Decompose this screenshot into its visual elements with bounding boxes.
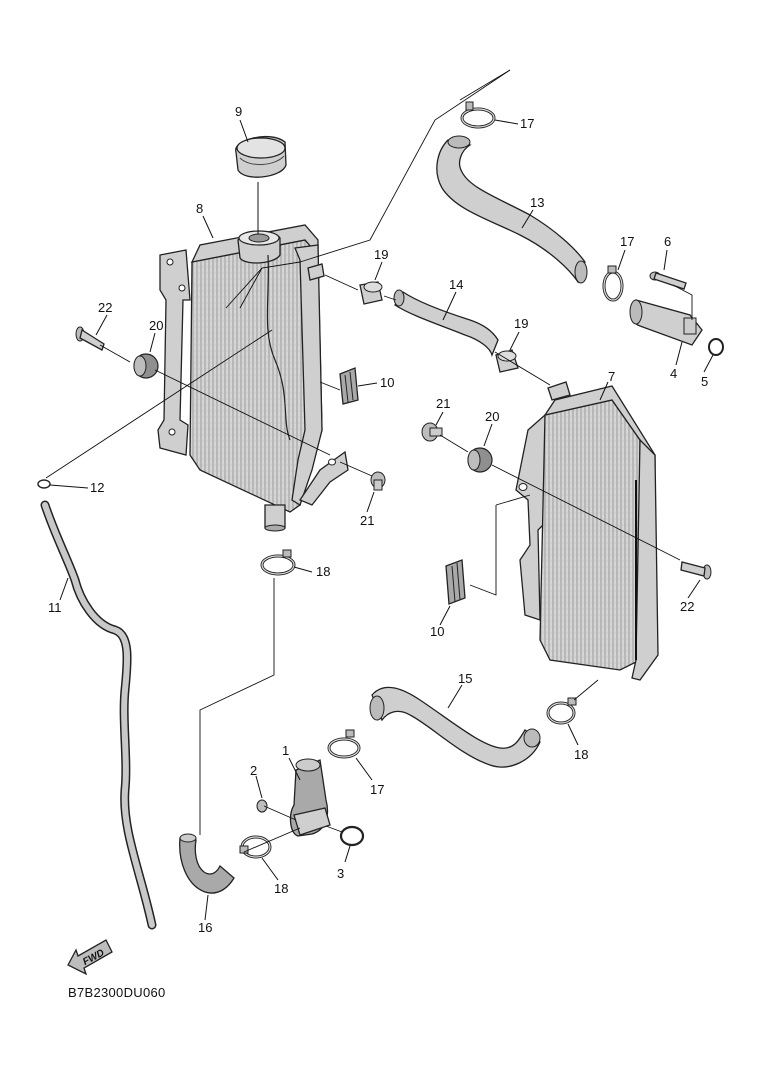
callout-15: 15 xyxy=(458,671,472,686)
callout-9: 9 xyxy=(235,104,242,119)
callout-2: 2 xyxy=(250,763,257,778)
damper-10-bottom xyxy=(445,559,466,605)
bolt-6 xyxy=(649,271,687,290)
clamp-17-top xyxy=(460,101,496,129)
callout-17-top: 17 xyxy=(520,116,534,131)
callout-1: 1 xyxy=(282,743,289,758)
callout-19-top: 19 xyxy=(374,247,388,262)
bolt-2 xyxy=(256,799,297,821)
right-radiator xyxy=(515,381,659,681)
clamp-17-right xyxy=(602,265,624,302)
o-ring-5 xyxy=(708,338,724,356)
hose-13 xyxy=(436,135,588,284)
callout-18-right: 18 xyxy=(574,747,588,762)
clamp-18-right xyxy=(546,697,577,725)
callout-3: 3 xyxy=(337,866,344,881)
fwd-label: FWD xyxy=(81,948,106,968)
pipe-4 xyxy=(629,299,703,346)
left-radiator xyxy=(157,224,349,532)
fwd-arrow-icon: FWD xyxy=(67,939,113,976)
clamp-17-bottom xyxy=(327,729,361,759)
callout-10-bottom: 10 xyxy=(430,624,444,639)
callout-6: 6 xyxy=(664,234,671,249)
callout-22-right: 22 xyxy=(680,599,694,614)
callout-21-left: 21 xyxy=(360,513,374,528)
callout-20-left: 20 xyxy=(149,318,163,333)
callout-18-top: 18 xyxy=(316,564,330,579)
callout-8: 8 xyxy=(196,201,203,216)
callout-17-bottom: 17 xyxy=(370,782,384,797)
callout-17-right: 17 xyxy=(620,234,634,249)
callout-10-top: 10 xyxy=(380,375,394,390)
hose-14 xyxy=(393,289,499,358)
callout-19-mid: 19 xyxy=(514,316,528,331)
callout-labels: 9 8 17 13 17 6 19 14 22 20 19 4 5 7 10 2… xyxy=(48,104,708,935)
callout-22-left: 22 xyxy=(98,300,112,315)
bolt-22-right xyxy=(680,561,712,580)
callout-16: 16 xyxy=(198,920,212,935)
collar-21-right xyxy=(421,422,443,442)
callout-21-right: 21 xyxy=(436,396,450,411)
grommet-20-right xyxy=(467,447,493,473)
callout-14: 14 xyxy=(449,277,463,292)
bolt-22-left xyxy=(75,326,105,351)
reference-code: B7B2300DU060 xyxy=(68,985,166,1000)
callout-13: 13 xyxy=(530,195,544,210)
grommet-20-left xyxy=(133,353,159,379)
joint-1 xyxy=(289,758,331,837)
callout-4: 4 xyxy=(670,366,677,381)
leader-lines xyxy=(45,69,714,921)
callout-18-bottom: 18 xyxy=(274,881,288,896)
radiator-cap xyxy=(235,135,287,178)
hose-11 xyxy=(40,500,157,930)
clamp-18-top xyxy=(260,549,296,576)
hose-16 xyxy=(179,833,235,894)
callout-12: 12 xyxy=(90,480,104,495)
collar-19-top xyxy=(359,281,383,305)
callout-5: 5 xyxy=(701,374,708,389)
callout-11: 11 xyxy=(48,600,62,615)
clamp-18-bottom xyxy=(239,835,272,859)
o-ring-3 xyxy=(339,825,365,847)
callout-7: 7 xyxy=(608,369,615,384)
damper-10-top xyxy=(339,367,359,405)
collar-21-left xyxy=(370,471,386,491)
callout-20-right: 20 xyxy=(485,409,499,424)
clip-12 xyxy=(37,479,51,489)
hose-15 xyxy=(369,686,541,768)
collar-19-mid xyxy=(495,349,519,373)
